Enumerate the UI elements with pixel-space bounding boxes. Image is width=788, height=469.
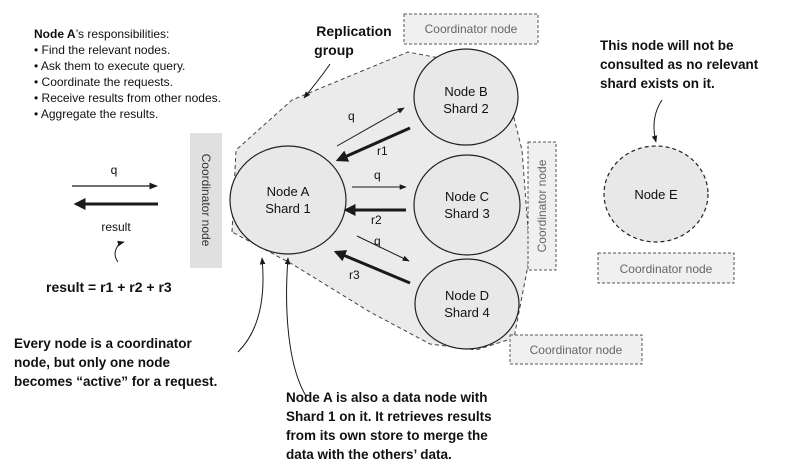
node-c-shard: Shard 3 [444, 206, 490, 221]
client-result-arrow: result [73, 198, 158, 234]
svg-text:q: q [348, 109, 355, 123]
svg-text:consulted as no relevant: consulted as no relevant [600, 57, 759, 72]
result-arrow-from-c: r2 [343, 204, 406, 227]
svg-text:Coordinator node: Coordinator node [199, 154, 213, 247]
node-a-name: Node A [267, 184, 310, 199]
node-c-name: Node C [445, 189, 489, 204]
client-query-arrow: q [72, 163, 158, 190]
every-node-note-pointer [237, 257, 266, 353]
svg-text:result: result [101, 220, 131, 234]
replication-group-label: Replication group [314, 23, 392, 58]
svg-text:Shard 1 on it. It retrieves re: Shard 1 on it. It retrieves results [286, 409, 492, 424]
coordinator-label-node-b: Coordinator node [403, 13, 539, 45]
node-e-note-pointer [651, 99, 663, 143]
svg-text:Coordinator node: Coordinator node [425, 22, 518, 36]
query-arrow-to-d: q [356, 234, 410, 262]
every-node-note: Every node is a coordinator node, but on… [14, 336, 217, 389]
svg-text:group: group [314, 42, 354, 58]
svg-text:• Find the relevant nodes.: • Find the relevant nodes. [34, 43, 170, 57]
query-arrow-to-c: q [352, 168, 407, 190]
svg-text:r3: r3 [349, 268, 360, 282]
coordinator-label-node-c: Coordinator node [527, 141, 557, 271]
svg-text:Coordinator node: Coordinator node [530, 343, 623, 357]
node-a-data-note-pointer [284, 257, 307, 397]
svg-text:r2: r2 [371, 213, 382, 227]
node-b-name: Node B [444, 84, 487, 99]
svg-text:• Coordinate the requests.: • Coordinate the requests. [34, 75, 173, 89]
node-a-data-note: Node A is also a data node with Shard 1 … [286, 390, 492, 462]
node-b-shard: Shard 2 [443, 101, 489, 116]
svg-text:Every node is a coordinator: Every node is a coordinator [14, 336, 193, 351]
svg-text:r1: r1 [377, 144, 388, 158]
result-arrow-from-d: r3 [333, 250, 411, 285]
svg-text:from its own store to merge th: from its own store to merge the [286, 428, 488, 443]
node-d-shard: Shard 4 [444, 305, 490, 320]
node-e: Node E [603, 145, 709, 243]
svg-text:node, but only one node: node, but only one node [14, 355, 170, 370]
replication-group-pointer [303, 63, 331, 99]
responsibilities-list: Node A’s responsibilities: • Find the re… [34, 27, 221, 121]
node-a: Node A Shard 1 [229, 145, 347, 255]
node-e-name: Node E [634, 187, 678, 202]
query-arrow-to-b: q [336, 107, 405, 147]
coordinator-label-node-e: Coordinator node [597, 252, 735, 284]
svg-text:data with the others’ data.: data with the others’ data. [286, 447, 452, 462]
coordinator-label-node-a: Coordinator node [190, 133, 222, 268]
svg-text:Coordinator node: Coordinator node [535, 159, 549, 252]
svg-text:q: q [374, 234, 381, 248]
svg-text:• Aggregate the results.: • Aggregate the results. [34, 107, 158, 121]
node-d: Node D Shard 4 [414, 258, 520, 350]
svg-text:Replication: Replication [316, 23, 391, 39]
node-d-name: Node D [445, 288, 489, 303]
coordinator-label-node-d: Coordinator node [509, 334, 643, 365]
svg-text:This node will not be: This node will not be [600, 38, 734, 53]
result-pointer-arrow [114, 240, 125, 263]
svg-text:q: q [374, 168, 381, 182]
responsibilities-heading: Node A’s responsibilities: [34, 27, 169, 41]
node-e-note: This node will not be consulted as no re… [600, 38, 759, 91]
node-b: Node B Shard 2 [413, 48, 519, 146]
svg-text:becomes “active” for a request: becomes “active” for a request. [14, 374, 217, 389]
svg-text:shard exists on it.: shard exists on it. [600, 76, 715, 91]
svg-text:q: q [111, 163, 118, 177]
node-a-shard: Shard 1 [265, 201, 311, 216]
svg-text:Coordinator node: Coordinator node [620, 262, 713, 276]
svg-text:• Ask them to execute query.: • Ask them to execute query. [34, 59, 185, 73]
node-c: Node C Shard 3 [413, 154, 521, 256]
result-formula: result = r1 + r2 + r3 [46, 279, 172, 295]
svg-text:Node A is also a data node wit: Node A is also a data node with [286, 390, 488, 405]
result-arrow-from-b: r1 [335, 126, 411, 162]
svg-text:• Receive results from other n: • Receive results from other nodes. [34, 91, 221, 105]
